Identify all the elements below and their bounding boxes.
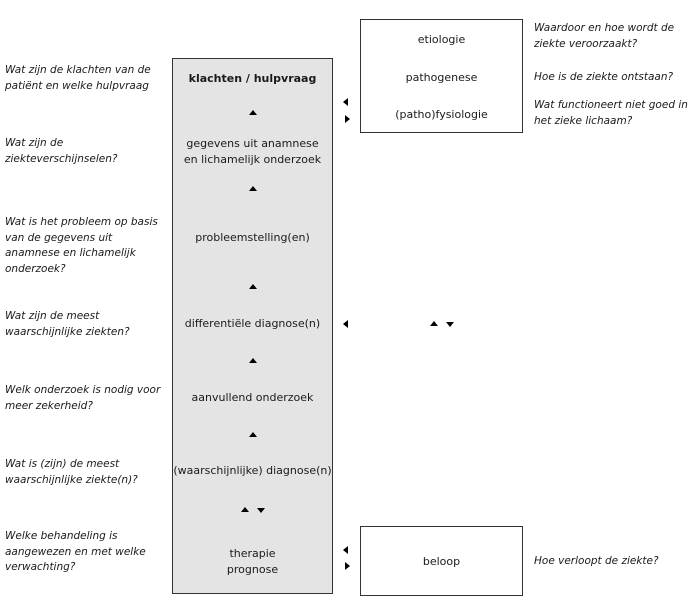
question-diagnosis: Wat is (zijn) de meest waarschijnlijke z…: [5, 458, 138, 486]
side-pathogenesis: pathogenese: [405, 71, 478, 84]
arrow-up-icon: [249, 358, 257, 363]
question-origin: Hoe is de ziekte ontstaan?: [534, 71, 674, 83]
question-further-testing: Welk onderzoek is nodig voor meer zekerh…: [5, 384, 161, 412]
question-likely-diseases: Wat zijn de meest waarschijnlijke ziekte…: [5, 310, 130, 338]
step-prognosis: prognose: [226, 563, 279, 576]
arrow-up-icon: [249, 284, 257, 289]
arrow-down-icon: [257, 508, 265, 513]
arrow-left-icon: [343, 546, 348, 554]
arrow-left-icon: [343, 98, 348, 106]
question-symptoms: Wat zijn de ziekteverschijnselen?: [5, 137, 118, 165]
arrow-up-icon: [249, 432, 257, 437]
process-column: [172, 58, 333, 594]
arrow-up-icon: [430, 321, 438, 326]
side-pathophysiology: (patho)fysiologie: [395, 108, 488, 121]
arrow-right-icon: [345, 115, 350, 123]
step-history-line2: en lichamelijk onderzoek: [183, 153, 322, 166]
arrow-left-icon: [343, 320, 348, 328]
question-cause: Waardoor en hoe wordt de ziekte veroorza…: [534, 22, 675, 50]
step-history-line1: gegevens uit anamnese: [186, 137, 319, 150]
arrow-up-icon: [249, 110, 257, 115]
step-diagnosis: (waarschijnlijke) diagnose(n): [173, 464, 332, 477]
step-additional-testing: aanvullend onderzoek: [191, 391, 314, 404]
step-differential-diagnosis: differentiële diagnose(n): [184, 317, 321, 330]
pathology-box: [360, 19, 523, 133]
step-therapy: therapie: [229, 547, 276, 560]
question-complaints: Wat zijn de klachten van de patiënt en w…: [5, 64, 151, 92]
side-etiology: etiologie: [417, 33, 466, 46]
arrow-up-icon: [249, 186, 257, 191]
step-problem-statement: probleemstelling(en): [195, 231, 310, 244]
question-treatment: Welke behandeling is aangewezen en met w…: [5, 530, 146, 573]
question-problem: Wat is het probleem op basis van de gege…: [5, 216, 158, 275]
arrow-down-icon: [446, 322, 454, 327]
course-box: [360, 526, 523, 596]
question-course: Hoe verloopt de ziekte?: [534, 555, 659, 567]
step-complaints: klachten / hulpvraag: [188, 72, 317, 85]
question-malfunction: Wat functioneert niet goed in het zieke …: [534, 99, 688, 127]
arrow-right-icon: [345, 562, 350, 570]
arrow-up-icon: [241, 507, 249, 512]
side-course: beloop: [422, 555, 461, 568]
